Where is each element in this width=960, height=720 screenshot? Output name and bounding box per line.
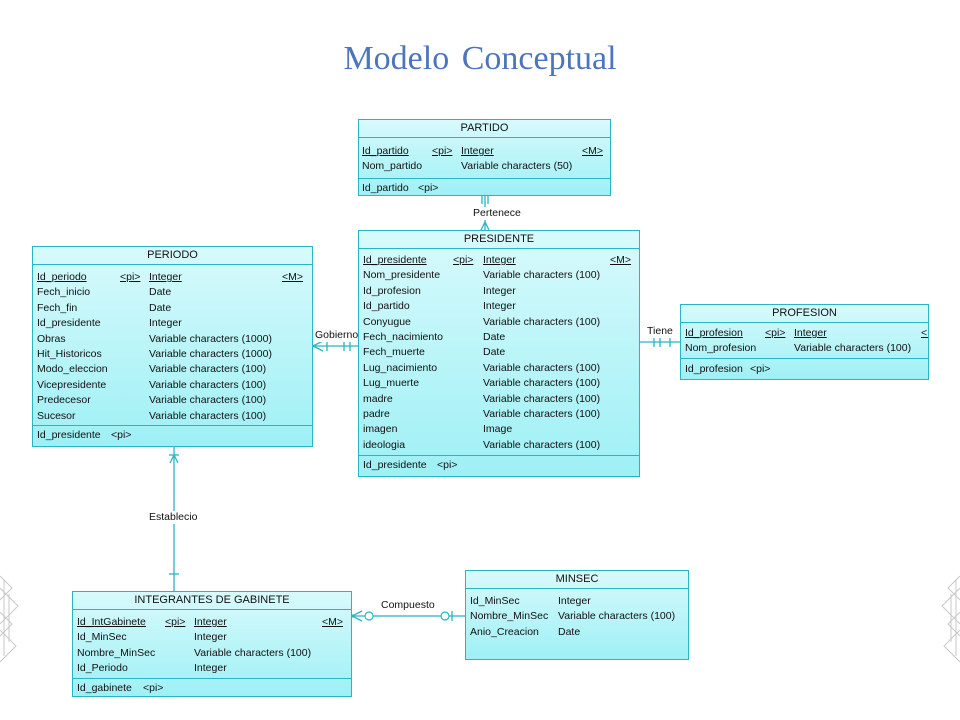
- identifier-row: Id_presidente <pi>: [363, 459, 458, 472]
- identifier-row: Id_gabinete <pi>: [77, 681, 164, 694]
- attribute-row: Id_periodo <pi> Integer <M>: [37, 271, 304, 283]
- attribute-row: Id_presidente <pi> Integer <M>: [363, 254, 632, 266]
- entity-periodo[interactable]: PERIODO Id_periodo <pi> Integer <M> Fech…: [32, 246, 313, 447]
- entity-integrantes-de-gabinete[interactable]: INTEGRANTES DE GABINETE Id_IntGabinete <…: [72, 591, 352, 697]
- entity-name: PRESIDENTE: [359, 231, 639, 249]
- attribute-row: Id_partido <pi> Integer <M>: [362, 145, 604, 157]
- identifier-row: Id_partido <pi>: [362, 181, 439, 194]
- relationship-compuesto: Compuesto: [380, 599, 436, 612]
- left-ornament-icon: [0, 575, 19, 663]
- relationship-establecio: Establecio: [148, 511, 199, 524]
- page-title: Modelo Conceptual: [343, 40, 617, 77]
- entity-profesion[interactable]: PROFESION Id_profesion <pi> Integer <I N…: [680, 304, 929, 380]
- entity-name: PERIODO: [33, 247, 312, 265]
- attribute-row: Nom_partido Variable characters (50): [362, 160, 573, 173]
- attribute-row: Id_IntGabinete <pi> Integer <M>: [77, 616, 344, 628]
- entity-presidente[interactable]: PRESIDENTE Id_presidente <pi> Integer <M…: [358, 230, 640, 477]
- entity-name: INTEGRANTES DE GABINETE: [73, 592, 351, 610]
- relationship-gobierno: Gobierno: [314, 329, 360, 342]
- relationship-pertenece: Pertenece: [472, 207, 522, 220]
- identifier-row: Id_presidente <pi>: [37, 428, 132, 441]
- attribute-row: Id_profesion <pi> Integer <I: [685, 327, 928, 339]
- entity-partido[interactable]: PARTIDO Id_partido <pi> Integer <M> Nom_…: [358, 119, 611, 196]
- entity-name: PARTIDO: [359, 120, 610, 138]
- identifier-row: Id_profesion <pi>: [685, 362, 771, 375]
- right-ornament-icon: [941, 575, 960, 663]
- entity-name: MINSEC: [466, 571, 688, 589]
- relationship-tiene: Tiene: [646, 325, 674, 338]
- entity-name: PROFESION: [681, 305, 928, 323]
